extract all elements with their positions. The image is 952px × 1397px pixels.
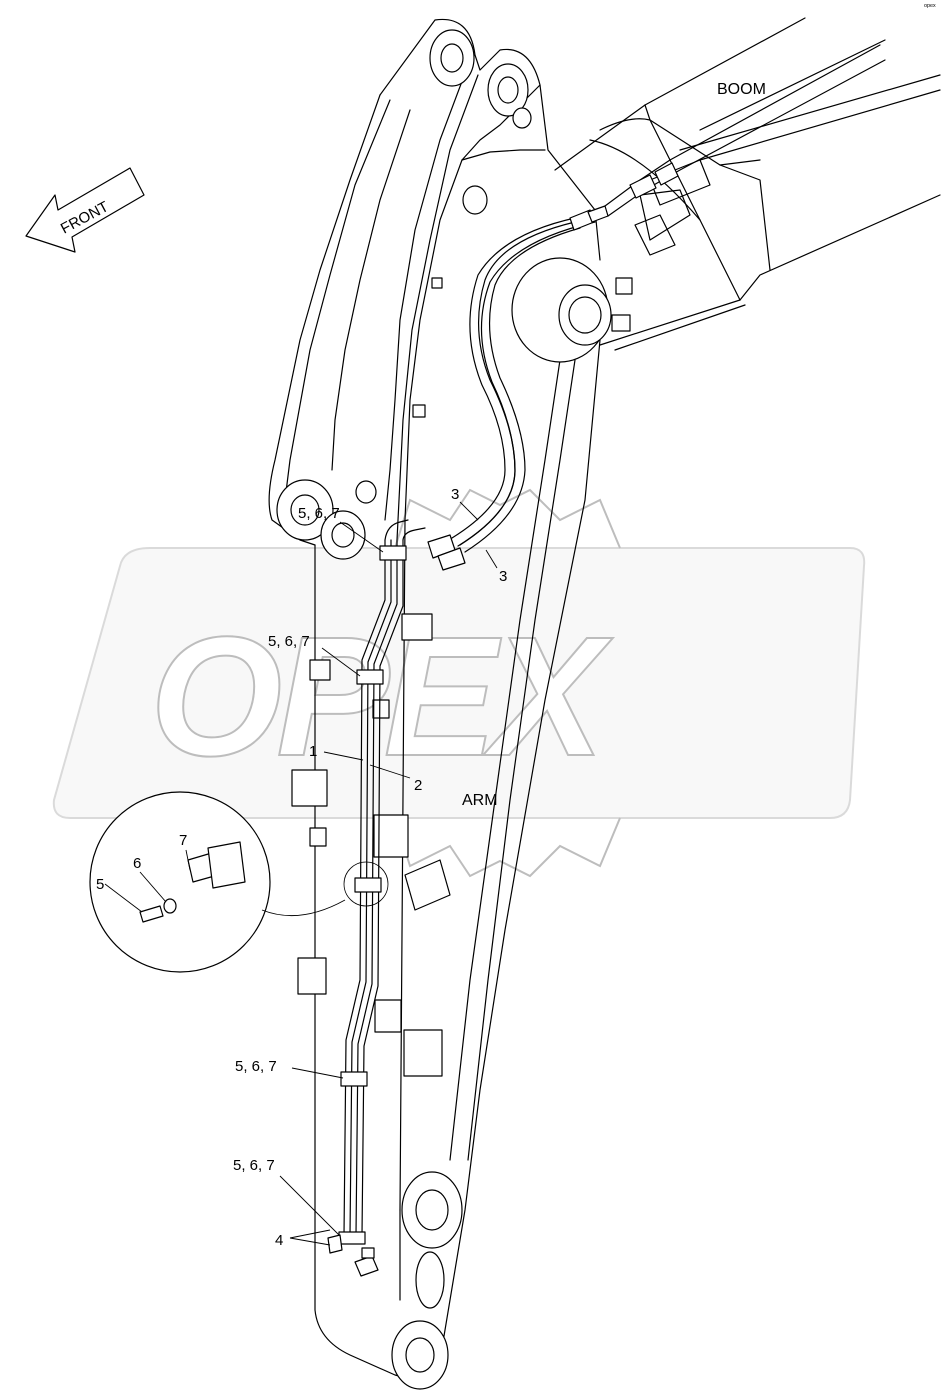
callout-3-upper: 3 xyxy=(451,486,459,503)
callout-5-6-7-low: 5, 6, 7 xyxy=(235,1058,277,1075)
boom-label: BOOM xyxy=(717,81,766,98)
boom-structure xyxy=(554,17,941,351)
washer xyxy=(163,898,177,914)
detail-view xyxy=(89,791,389,973)
callout-1: 1 xyxy=(309,743,317,760)
front-direction-arrow: FRONT xyxy=(25,167,145,253)
arm-structure xyxy=(268,18,633,1390)
detail-callout-5: 5 xyxy=(96,876,104,893)
callout-5-6-7-top: 5, 6, 7 xyxy=(298,505,340,522)
detail-callout-6: 6 xyxy=(133,855,141,872)
watermark: OPEX xyxy=(52,488,866,878)
detail-callout-7: 7 xyxy=(179,832,187,849)
callout-2: 2 xyxy=(414,777,422,794)
leader-lines xyxy=(279,501,498,1246)
hose-assembly xyxy=(427,44,886,571)
bolt xyxy=(139,905,164,923)
pipe-lines xyxy=(327,519,426,1277)
callout-5-6-7-mid: 5, 6, 7 xyxy=(268,633,310,650)
watermark-text: OPEX xyxy=(150,602,613,792)
arm-label: ARM xyxy=(462,792,498,809)
callout-3-lower: 3 xyxy=(499,568,507,585)
callout-4: 4 xyxy=(275,1232,283,1249)
callout-5-6-7-bottom: 5, 6, 7 xyxy=(233,1157,275,1174)
corner-mark: ᵒᵖᵉˣ xyxy=(924,2,936,11)
